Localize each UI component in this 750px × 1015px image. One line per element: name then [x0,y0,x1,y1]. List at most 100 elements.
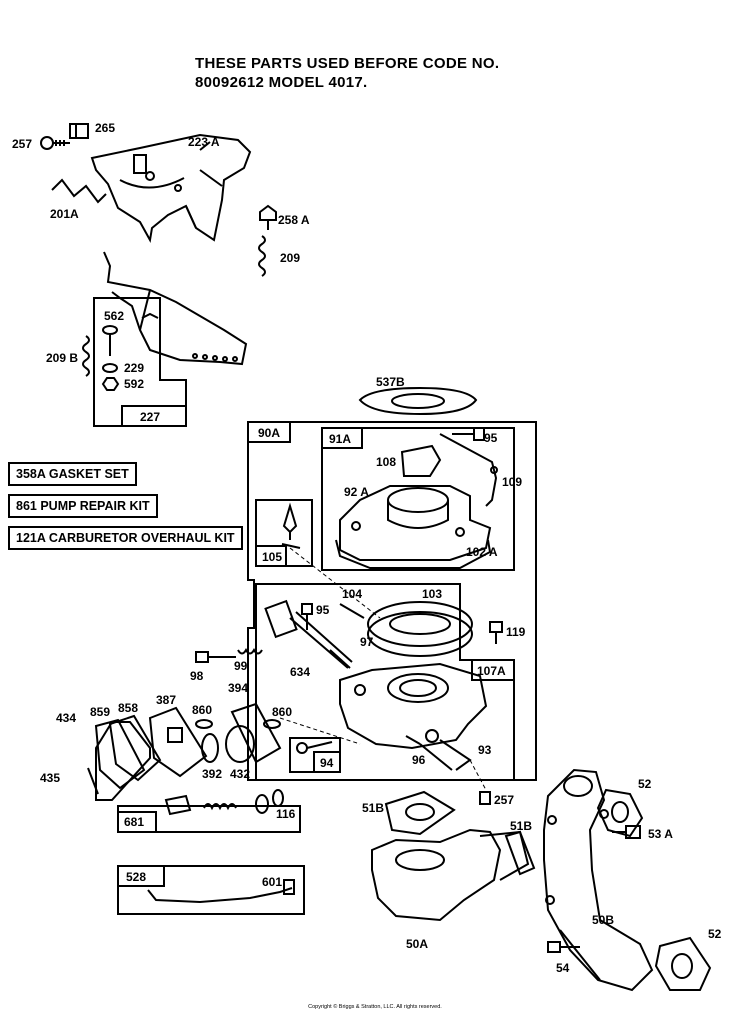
label-223a[interactable]: 223 A [188,135,220,149]
part-105-needle-valve[interactable] [281,502,301,549]
part-96-screw[interactable] [405,735,453,771]
label-387[interactable]: 387 [156,693,176,707]
part-562-screw[interactable] [102,325,118,356]
label-95-mid[interactable]: 95 [316,603,330,617]
part-108-diaphragm[interactable] [400,444,442,477]
part-201a-link-rod[interactable] [51,178,107,204]
part-434-pump-cover[interactable] [95,721,151,801]
label-394[interactable]: 394 [228,681,248,695]
part-860-valve[interactable] [195,719,213,729]
part-601-fuel-line[interactable] [147,879,295,904]
part-99-spring[interactable] [237,647,263,655]
label-681[interactable]: 681 [124,815,144,829]
label-94[interactable]: 94 [320,756,334,770]
label-52-bottom[interactable]: 52 [708,927,722,941]
label-107a[interactable]: 107A [477,664,506,678]
label-116[interactable]: 116 [276,807,296,821]
label-95-top[interactable]: 95 [484,431,498,445]
label-209b[interactable]: 209 B [46,351,78,365]
label-434[interactable]: 434 [56,711,76,725]
label-50a[interactable]: 50A [406,937,428,951]
label-91a[interactable]: 91A [329,432,351,446]
label-93[interactable]: 93 [478,743,492,757]
label-102a[interactable]: 102 A [466,545,498,559]
label-201a[interactable]: 201A [50,207,79,221]
label-860a[interactable]: 860 [192,703,212,717]
part-859-diaphragm[interactable] [94,718,146,790]
part-51b-gasket[interactable] [384,790,456,836]
label-229[interactable]: 229 [124,361,144,375]
part-98-screw[interactable] [195,651,236,663]
label-265[interactable]: 265 [95,121,115,135]
part-53a-screw[interactable] [612,825,641,839]
label-592[interactable]: 592 [124,377,144,391]
label-860b[interactable]: 860 [272,705,292,719]
part-265-clip[interactable] [69,123,89,139]
part-51b-gasket-side[interactable] [504,830,536,876]
part-119-screw[interactable] [489,621,503,644]
part-94-screw[interactable] [296,741,333,754]
part-governor-lever[interactable] [103,251,248,366]
label-392[interactable]: 392 [202,767,222,781]
label-858[interactable]: 858 [118,701,138,715]
part-209b-spring[interactable] [82,335,90,377]
label-859[interactable]: 859 [90,705,110,719]
part-392-spring[interactable] [201,733,219,763]
label-103[interactable]: 103 [422,587,442,601]
part-258a-screw[interactable] [259,204,277,230]
part-257-screw-lower[interactable] [479,791,491,805]
label-119[interactable]: 119 [506,625,526,639]
part-103-float[interactable] [367,601,473,657]
label-96[interactable]: 96 [412,753,426,767]
label-432[interactable]: 432 [230,767,250,781]
label-51b-a[interactable]: 51B [362,801,384,815]
part-92a-cover[interactable] [339,485,492,561]
label-257b[interactable]: 257 [494,793,514,807]
label-51b-b[interactable]: 51B [510,819,532,833]
part-52-gasket-top[interactable] [596,788,644,838]
label-108[interactable]: 108 [376,455,396,469]
part-229-washer[interactable] [102,363,118,373]
label-99[interactable]: 99 [234,659,248,673]
label-601[interactable]: 601 [262,875,282,889]
label-97[interactable]: 97 [360,635,374,649]
part-54-screw[interactable] [547,941,580,953]
part-681-spring[interactable] [203,803,237,811]
kit-label-gasket-set[interactable]: 358A GASKET SET [8,462,137,486]
label-528[interactable]: 528 [126,870,146,884]
label-105[interactable]: 105 [262,550,282,564]
part-537b-gasket[interactable] [358,386,478,416]
label-227[interactable]: 227 [140,410,160,424]
part-52-gasket-bottom[interactable] [654,936,712,991]
part-104-pin[interactable] [339,603,365,619]
part-858-gasket[interactable] [108,714,162,782]
part-116-ring[interactable] [272,789,284,807]
part-97-shaft-tip[interactable] [329,649,351,669]
part-50a-intake-elbow[interactable] [371,828,530,922]
part-209-spring[interactable] [258,235,266,277]
part-860-valve-b[interactable] [263,719,281,729]
label-634[interactable]: 634 [290,665,310,679]
label-109[interactable]: 109 [502,475,522,489]
part-257-screw[interactable] [40,136,70,150]
part-592-nut[interactable] [101,377,120,391]
part-109-lever[interactable] [439,433,498,507]
label-54[interactable]: 54 [556,961,570,975]
label-52-top[interactable]: 52 [638,777,652,791]
kit-label-pump-repair[interactable]: 861 PUMP REPAIR KIT [8,494,158,518]
part-223a-control-bracket[interactable] [90,133,252,243]
part-394-gasket[interactable] [230,702,282,764]
label-435[interactable]: 435 [40,771,60,785]
part-387-pump-body[interactable] [148,706,208,778]
part-681-primer[interactable] [164,794,192,816]
label-104[interactable]: 104 [342,587,362,601]
part-634-throttle-shaft[interactable] [264,599,353,669]
label-90a[interactable]: 90A [258,426,280,440]
label-53a[interactable]: 53 A [648,827,673,841]
part-432-retainer[interactable] [225,725,255,763]
label-50b[interactable]: 50B [592,913,614,927]
part-435-screw[interactable] [87,767,99,795]
label-537b[interactable]: 537B [376,375,405,389]
label-562[interactable]: 562 [104,309,124,323]
label-257a[interactable]: 257 [12,137,32,151]
